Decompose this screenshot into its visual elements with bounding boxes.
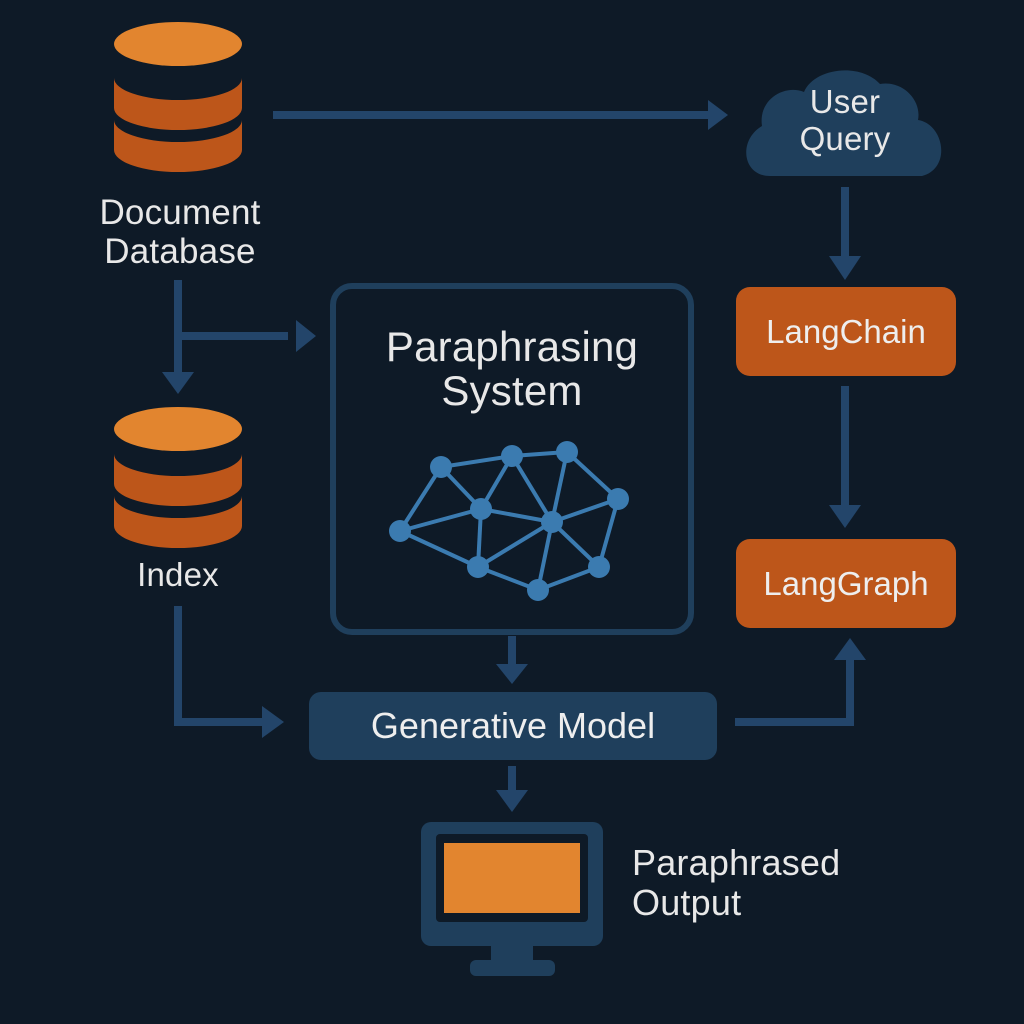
document-database-line1: Document	[99, 193, 261, 232]
arrowhead-generative-top	[496, 664, 528, 684]
arrowhead-index	[162, 372, 194, 394]
user-query-label: User Query	[760, 83, 930, 158]
arrowhead-langchain	[829, 256, 861, 280]
arrowhead-output	[496, 790, 528, 812]
langgraph-node[interactable]: LangGraph	[736, 539, 956, 628]
user-query-line2: Query	[799, 119, 891, 157]
edge-generative-langgraph	[735, 660, 854, 726]
langgraph-label: LangGraph	[763, 564, 929, 602]
generative-model-node[interactable]: Generative Model	[309, 692, 717, 760]
index-label: Index	[137, 556, 219, 593]
langchain-node[interactable]: LangChain	[736, 287, 956, 376]
document-database-line2: Database	[104, 232, 256, 272]
paraphrasing-system-line1: Paraphrasing	[385, 323, 639, 370]
generative-model-label: Generative Model	[370, 705, 656, 746]
paraphrasing-system-line2: System	[441, 367, 583, 415]
user-query-line1: User	[809, 83, 881, 120]
paraphrased-output-line1: Paraphrased	[632, 842, 841, 883]
arrowhead-langgraph-bottom	[834, 638, 866, 660]
paraphrasing-system-box[interactable]	[330, 283, 694, 635]
paraphrasing-system-title: Paraphrasing System	[340, 323, 684, 415]
edge-index-generative	[174, 606, 262, 726]
arrowhead-userquery	[708, 100, 728, 130]
langchain-label: LangChain	[766, 312, 926, 350]
document-database-label: Document Database	[60, 193, 300, 271]
arrowhead-langgraph	[829, 505, 861, 528]
arrowhead-paraphrasing	[296, 320, 316, 352]
paraphrased-output-label: Paraphrased Output	[632, 842, 892, 924]
arrowhead-generative-left	[262, 706, 284, 738]
paraphrased-output-line2: Output	[632, 882, 742, 924]
